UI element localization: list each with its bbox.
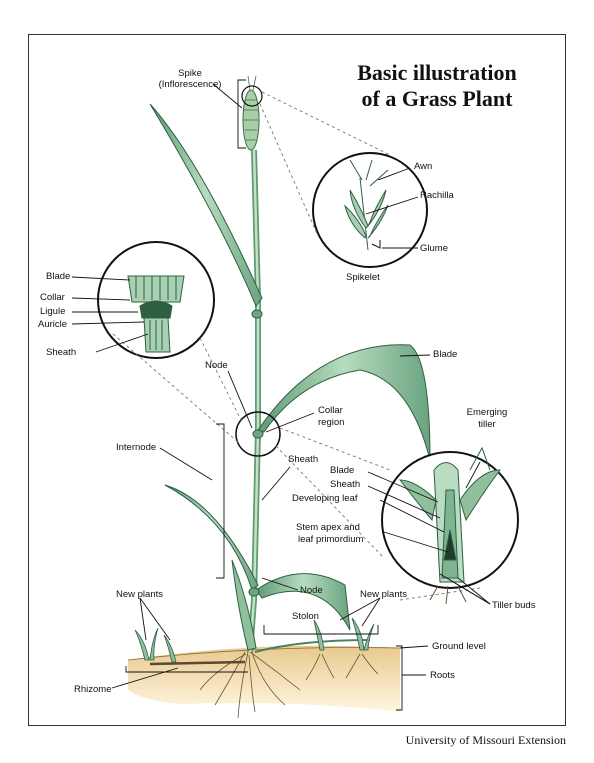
upper-leaf — [149, 103, 263, 307]
stolon — [254, 639, 371, 653]
credit-line: University of Missouri Extension — [405, 733, 566, 747]
label-ligule: Ligule — [40, 306, 66, 317]
right-blade — [257, 344, 431, 461]
label-spikelet: Spikelet — [346, 272, 380, 283]
label-internode: Internode — [116, 442, 157, 453]
label-collar-region-1: Collar — [318, 405, 343, 416]
leader-lines — [71, 79, 491, 711]
label-awn: Awn — [414, 161, 433, 172]
label-new-plants-right: New plants — [360, 589, 407, 600]
label-collar-detail-blade: Blade — [46, 271, 71, 282]
label-inflorescence: (Inflorescence) — [158, 79, 222, 90]
label-node-bottom: Node — [300, 585, 323, 596]
illustration-frame — [28, 34, 566, 726]
label-stem-sheath: Sheath — [288, 454, 319, 465]
spikelet-drawing — [344, 159, 389, 251]
label-collar: Collar — [40, 292, 65, 303]
label-glume: Glume — [420, 243, 448, 254]
spikelet-detail-circle — [312, 152, 428, 268]
label-node-top: Node — [205, 360, 228, 371]
title-line-2: of a Grass Plant — [361, 86, 513, 111]
lower-left-leaf — [164, 484, 259, 591]
lower-right-leaf — [255, 573, 351, 631]
roots — [199, 651, 379, 719]
tiller-drawing — [398, 446, 502, 605]
label-stem-apex-1: Stem apex and — [296, 522, 360, 533]
label-tiller-blade: Blade — [330, 465, 355, 476]
new-plants-left — [134, 627, 177, 663]
label-emerging-tiller-1: Emerging — [466, 407, 508, 418]
node-bottom — [248, 587, 260, 597]
node-top — [251, 309, 263, 319]
label-stolon: Stolon — [292, 611, 319, 622]
label-rhizome: Rhizome — [74, 684, 112, 695]
title-line-1: Basic illustration — [357, 60, 517, 85]
label-new-plants-left: New plants — [116, 589, 163, 600]
label-stem-apex-2: leaf primordium — [298, 534, 364, 545]
label-emerging-tiller-2: tiller — [478, 419, 496, 430]
collar-region-circle — [235, 411, 281, 457]
spike-top-circle — [241, 85, 263, 107]
node-middle — [252, 429, 264, 439]
label-collar-region-2: region — [318, 417, 345, 428]
label-roots: Roots — [430, 670, 455, 681]
label-ground-level: Ground level — [432, 641, 486, 652]
label-rachilla: Rachilla — [420, 190, 454, 201]
label-collar-detail-sheath: Sheath — [46, 347, 77, 358]
label-leaf-blade: Blade — [433, 349, 458, 360]
label-tiller-buds: Tiller buds — [492, 600, 536, 611]
label-auricle: Auricle — [38, 319, 68, 330]
label-tiller-sheath: Sheath — [330, 479, 361, 490]
label-developing-leaf: Developing leaf — [292, 493, 358, 504]
rhizome — [149, 660, 246, 666]
collar-drawing — [127, 275, 185, 353]
label-spike: Spike — [178, 68, 202, 79]
